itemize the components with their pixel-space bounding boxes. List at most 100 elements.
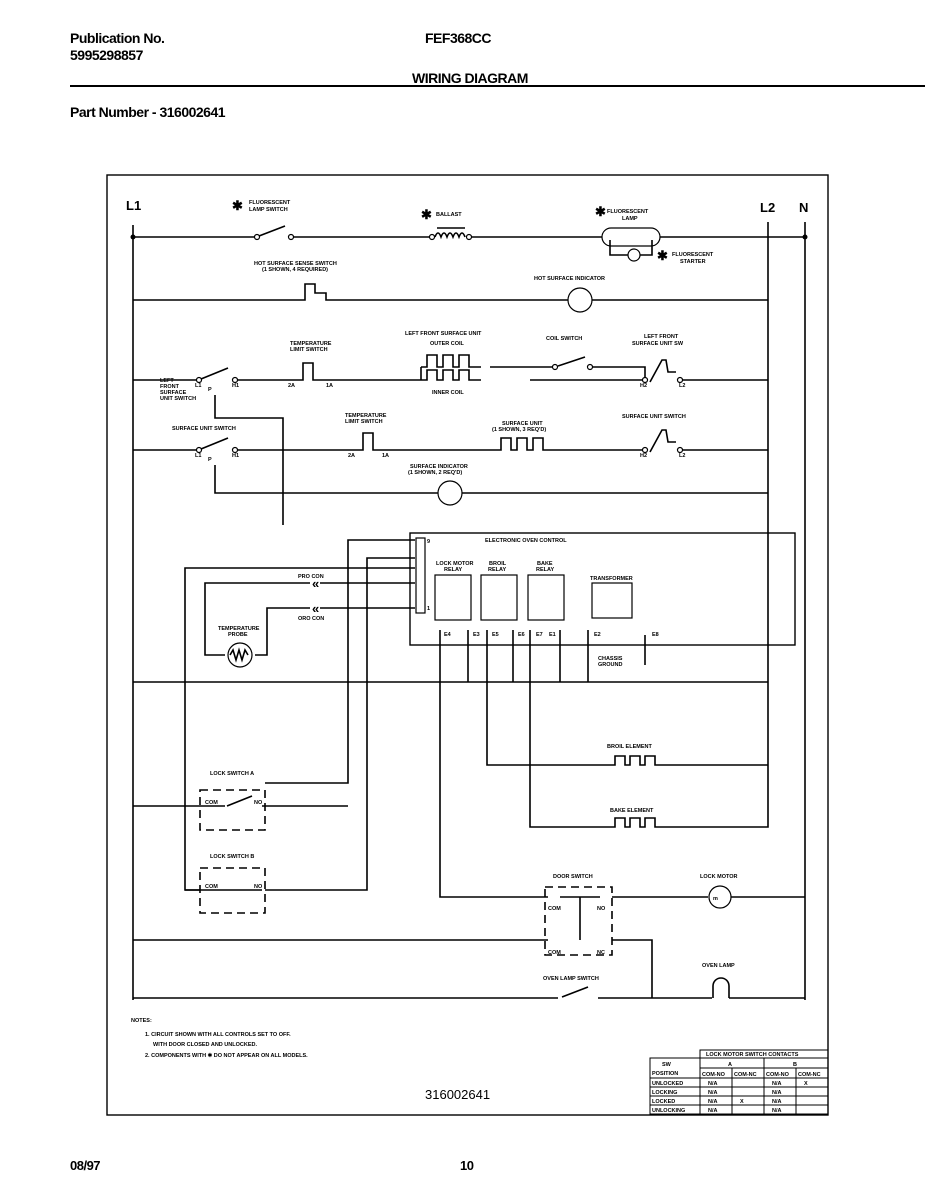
wire bbox=[214, 395, 284, 525]
diagram-label: 1. CIRCUIT SHOWN WITH ALL CONTROLS SET T… bbox=[145, 1032, 291, 1038]
diagram-label: NO bbox=[254, 800, 263, 806]
diagram-label: UNIT SWITCH bbox=[160, 396, 196, 402]
wire bbox=[421, 369, 481, 381]
table-header: SW bbox=[662, 1062, 672, 1068]
diagram-label: « bbox=[312, 576, 319, 591]
table-row-position: LOCKING bbox=[652, 1090, 677, 1096]
diagram-label: (1 SHOWN, 3 REQ'D) bbox=[492, 427, 546, 433]
wire bbox=[292, 362, 330, 381]
diagram-label: RELAY bbox=[488, 567, 506, 573]
drawing-number: 316002641 bbox=[425, 1087, 490, 1102]
diagram-label: TEMPERATURE bbox=[218, 626, 260, 632]
diagram-label: H1 bbox=[232, 383, 239, 389]
diagram-label: OVEN LAMP SWITCH bbox=[543, 976, 599, 982]
diagram-label: (1 SHOWN, 4 REQUIRED) bbox=[262, 267, 328, 273]
diagram-label: SURFACE UNIT bbox=[502, 421, 543, 427]
table-title: LOCK MOTOR SWITCH CONTACTS bbox=[706, 1052, 799, 1058]
diagram-label: NO bbox=[597, 906, 606, 912]
wire bbox=[649, 359, 676, 383]
diagram-label: H1 bbox=[232, 453, 239, 459]
diagram-label: L2 bbox=[679, 383, 685, 389]
diagram-label: BROIL ELEMENT bbox=[607, 744, 652, 750]
hot-surface-circuit: HOT SURFACE SENSE SWITCH (1 SHOWN, 4 REQ… bbox=[133, 261, 768, 313]
diagram-label: E4 bbox=[444, 632, 452, 638]
diagram-label: PRO CON bbox=[298, 574, 324, 580]
footer-page: 10 bbox=[460, 1158, 474, 1173]
table-row-cell: X bbox=[740, 1099, 744, 1105]
lock-motor-relay bbox=[434, 574, 472, 621]
diagram-label: HOT SURFACE SENSE SWITCH bbox=[254, 261, 337, 267]
lock-switches: LOCK SWITCH A COM NO LOCK SWITCH B COM N… bbox=[133, 771, 348, 914]
diagram-label: TEMPERATURE bbox=[290, 341, 332, 347]
diagram-label: NC bbox=[597, 950, 605, 956]
table-row-cell: N/A bbox=[772, 1108, 782, 1114]
table-row-cell: N/A bbox=[772, 1099, 782, 1105]
wire bbox=[253, 233, 261, 241]
wire bbox=[802, 234, 808, 240]
table-cell bbox=[731, 1104, 765, 1115]
diagram-label: ✱ bbox=[657, 248, 668, 263]
electronic-oven-control: 9 1 ELECTRONIC OVEN CONTROL LOCK MOTOR R… bbox=[184, 532, 796, 891]
diagram-label: LEFT bbox=[160, 378, 174, 384]
table-row-cell: N/A bbox=[772, 1090, 782, 1096]
table-row-position: UNLOCKING bbox=[652, 1108, 685, 1114]
surface-indicator-icon bbox=[437, 480, 463, 506]
wire bbox=[434, 232, 466, 240]
diagram-label: SURFACE UNIT SWITCH bbox=[172, 426, 236, 432]
diagram-label: ✱ bbox=[421, 207, 432, 222]
wire bbox=[561, 986, 589, 998]
diagram-label: NO bbox=[254, 884, 263, 890]
wire bbox=[428, 233, 436, 241]
diagram-label: BALLAST bbox=[436, 212, 462, 218]
wire bbox=[551, 363, 559, 371]
wire bbox=[465, 233, 473, 241]
diagram-label: LAMP SWITCH bbox=[249, 207, 288, 213]
diagram-label: E8 bbox=[652, 632, 659, 638]
table-cell bbox=[795, 1077, 829, 1088]
wire bbox=[352, 432, 388, 451]
diagram-label: COM bbox=[205, 800, 218, 806]
fluorescent-starter-icon bbox=[627, 248, 641, 262]
wire bbox=[130, 234, 136, 240]
diagram-label: SURFACE INDICATOR bbox=[410, 464, 468, 470]
wire bbox=[199, 789, 266, 831]
notes: NOTES: 1. CIRCUIT SHOWN WITH ALL CONTROL… bbox=[131, 1018, 308, 1059]
diagram-label: RELAY bbox=[536, 567, 554, 573]
wire bbox=[641, 446, 649, 454]
diagram-label: LAMP bbox=[622, 216, 638, 222]
bake-relay bbox=[527, 574, 565, 621]
door-lamp-circuit: DOOR SWITCH m LOCK MOTOR COM NO COM NC O… bbox=[133, 682, 805, 999]
diagram-label: 2A bbox=[288, 383, 295, 389]
model-number: FEF368CC bbox=[425, 30, 492, 46]
diagram-label: « bbox=[312, 601, 319, 616]
diagram-label: E5 bbox=[492, 632, 499, 638]
diagram-label: TEMPERATURE bbox=[345, 413, 387, 419]
table-cell bbox=[795, 1104, 829, 1115]
wire bbox=[495, 437, 555, 451]
diagram-label: H2 bbox=[640, 453, 647, 459]
diagram-label: E1 bbox=[549, 632, 556, 638]
terminal-block bbox=[415, 537, 426, 614]
diagram-label: COM bbox=[205, 884, 218, 890]
wire bbox=[486, 630, 605, 766]
diagram-label: COM bbox=[548, 906, 561, 912]
wire bbox=[195, 446, 203, 454]
wire bbox=[287, 233, 295, 241]
wire bbox=[204, 582, 310, 656]
wire bbox=[255, 607, 310, 656]
diagram-label: H2 bbox=[640, 383, 647, 389]
diagram-label: NOTES: bbox=[131, 1018, 152, 1024]
table-cell bbox=[731, 1095, 765, 1106]
diagram-label: 1 bbox=[427, 606, 430, 612]
publication-label: Publication No. bbox=[70, 30, 165, 46]
diagram-label: LEFT FRONT SURFACE UNIT bbox=[405, 331, 482, 337]
wire bbox=[640, 240, 653, 256]
n-label: N bbox=[799, 200, 808, 215]
diagram-label: OUTER COIL bbox=[430, 341, 465, 347]
diagram-label: ORO CON bbox=[298, 616, 324, 622]
diagram-label: 2A bbox=[348, 453, 355, 459]
wire bbox=[231, 376, 239, 384]
table-subheader: COM-NO bbox=[766, 1072, 790, 1078]
transformer-icon bbox=[591, 582, 633, 619]
